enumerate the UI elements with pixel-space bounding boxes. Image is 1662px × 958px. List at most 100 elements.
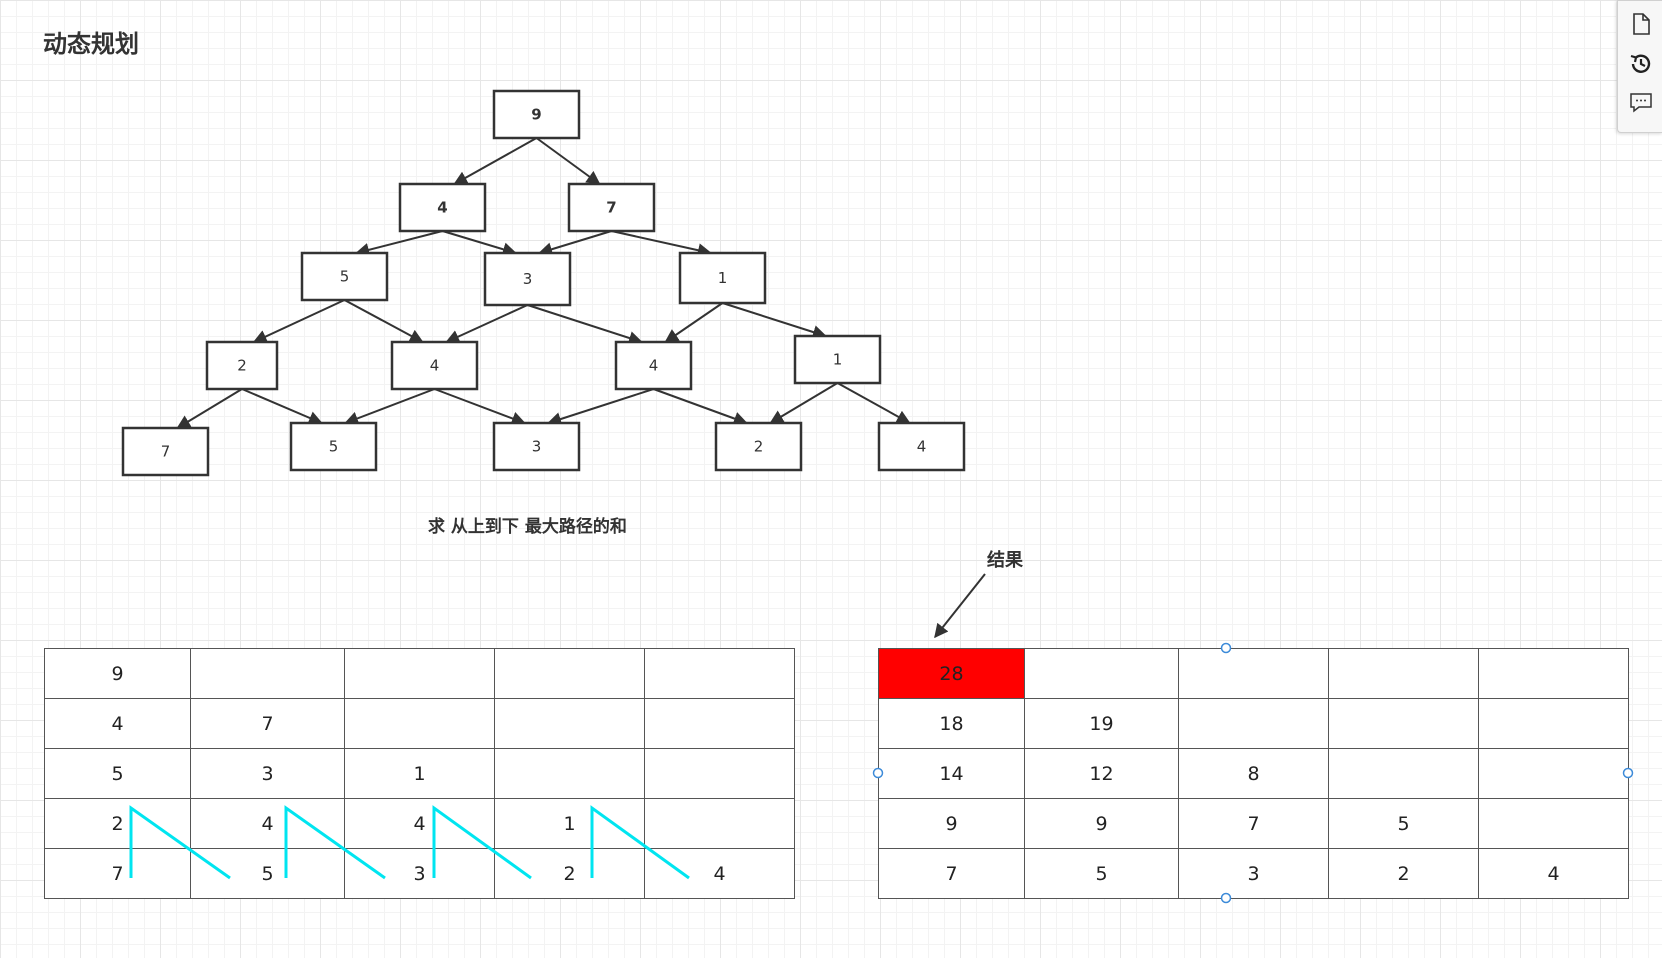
result-table-cell[interactable]: 18 [878,698,1025,749]
result-table-cell[interactable]: 3 [1178,848,1329,899]
tree-node-label: 7 [606,199,616,217]
input-table-cell[interactable]: 7 [190,698,345,749]
tree-node-label: 4 [649,357,659,375]
tree-node-box [614,340,693,391]
input-table-cell[interactable] [344,698,495,749]
tree-node[interactable]: 5 [300,251,389,302]
tree-edge-arrow [442,230,517,257]
result-table-cell[interactable]: 7 [878,848,1025,899]
input-table-cell[interactable]: 3 [344,848,495,899]
tree-node[interactable]: 9 [492,89,581,140]
tree-node-label: 2 [237,357,247,375]
tree-edge-arrow [535,137,601,185]
result-table-cell[interactable]: 7 [1178,798,1329,849]
input-table-cell[interactable] [644,698,795,749]
tree-node-label: 3 [532,438,542,456]
result-table-cell[interactable]: 2 [1328,848,1479,899]
tree-node[interactable]: 7 [121,426,210,477]
result-table-cell[interactable] [1328,648,1479,699]
tree-node[interactable]: 4 [398,182,487,233]
input-table-cell[interactable]: 4 [44,698,191,749]
result-table-cell[interactable]: 5 [1328,798,1479,849]
tree-node-box [300,251,389,302]
tree-node[interactable]: 1 [793,334,882,385]
tree-node[interactable]: 1 [678,251,767,305]
tree-edge-arrow [344,388,435,426]
result-table-cell[interactable] [1478,648,1629,699]
result-table-cell[interactable]: 9 [878,798,1025,849]
tree-edge-arrow [355,230,443,257]
tree-edge-arrow [344,299,424,343]
problem-caption: 求 从上到下 最大路径的和 [428,517,627,537]
input-table-cell[interactable]: 3 [190,748,345,799]
tree-node[interactable]: 4 [614,340,693,391]
tree-node-box [398,182,487,233]
tree-edge-arrow [252,299,345,344]
input-table-cell[interactable] [494,748,645,799]
input-table-cell[interactable]: 2 [494,848,645,899]
input-table-cell[interactable]: 4 [190,798,345,849]
input-table-cell[interactable] [644,648,795,699]
tree-node-label: 5 [329,438,339,456]
tree-node-box [793,334,882,385]
tree-node[interactable]: 4 [877,421,966,472]
tree-node-label: 7 [161,443,171,461]
result-table-cell[interactable] [1178,698,1329,749]
tree-node-box [567,182,656,233]
tree-node[interactable]: 3 [483,251,572,307]
input-table-cell[interactable]: 7 [44,848,191,899]
result-table-cell[interactable]: 14 [878,748,1025,799]
tree-node-label: 4 [430,357,440,375]
tree-edge-arrow [453,137,537,185]
result-table-cell[interactable] [1478,698,1629,749]
result-table-cell[interactable] [1024,648,1179,699]
tree-edge-arrow [653,388,748,426]
input-table-cell[interactable] [644,748,795,799]
tree-node[interactable]: 5 [289,421,378,472]
result-table-cell[interactable] [1328,698,1479,749]
result-table-cell[interactable]: 12 [1024,748,1179,799]
input-table-cell[interactable] [344,648,495,699]
input-table-cell[interactable]: 9 [44,648,191,699]
input-table-cell[interactable] [190,648,345,699]
input-table-cell[interactable]: 2 [44,798,191,849]
tree-node-box [121,426,210,477]
result-table-cell[interactable]: 19 [1024,698,1179,749]
input-table-cell[interactable]: 1 [494,798,645,849]
result-table-cell[interactable]: 8 [1178,748,1329,799]
comment-icon[interactable] [1628,89,1654,115]
result-table-cell[interactable] [1178,648,1329,699]
input-table-cell[interactable] [494,698,645,749]
tree-edges [176,137,911,429]
input-table-cell[interactable]: 4 [344,798,495,849]
tree-edge-arrow [837,382,911,424]
input-table-cell[interactable] [644,798,795,849]
result-cell-max[interactable]: 28 [878,648,1025,699]
tree-edge-arrow [445,304,528,344]
input-table-cell[interactable]: 4 [644,848,795,899]
input-table-cell[interactable] [494,648,645,699]
tree-node[interactable]: 3 [492,421,581,472]
history-icon[interactable] [1628,51,1654,77]
result-table-cell[interactable]: 4 [1478,848,1629,899]
tree-node-label: 1 [718,269,728,287]
result-table-cell[interactable] [1328,748,1479,799]
input-table-cell[interactable]: 5 [190,848,345,899]
tree-node-box [678,251,767,305]
result-table-cell[interactable]: 9 [1024,798,1179,849]
result-table-cell[interactable] [1478,748,1629,799]
page-icon[interactable] [1628,11,1654,37]
tree-node[interactable]: 4 [390,340,479,391]
tree-node[interactable]: 7 [567,182,656,233]
result-table-cell[interactable]: 5 [1024,848,1179,899]
tree-node[interactable]: 2 [714,421,803,472]
input-table-cell[interactable]: 5 [44,748,191,799]
result-table-cell[interactable] [1478,798,1629,849]
tree-node[interactable]: 2 [205,340,279,391]
input-table-cell[interactable]: 1 [344,748,495,799]
tree-edge-arrow [769,382,839,424]
